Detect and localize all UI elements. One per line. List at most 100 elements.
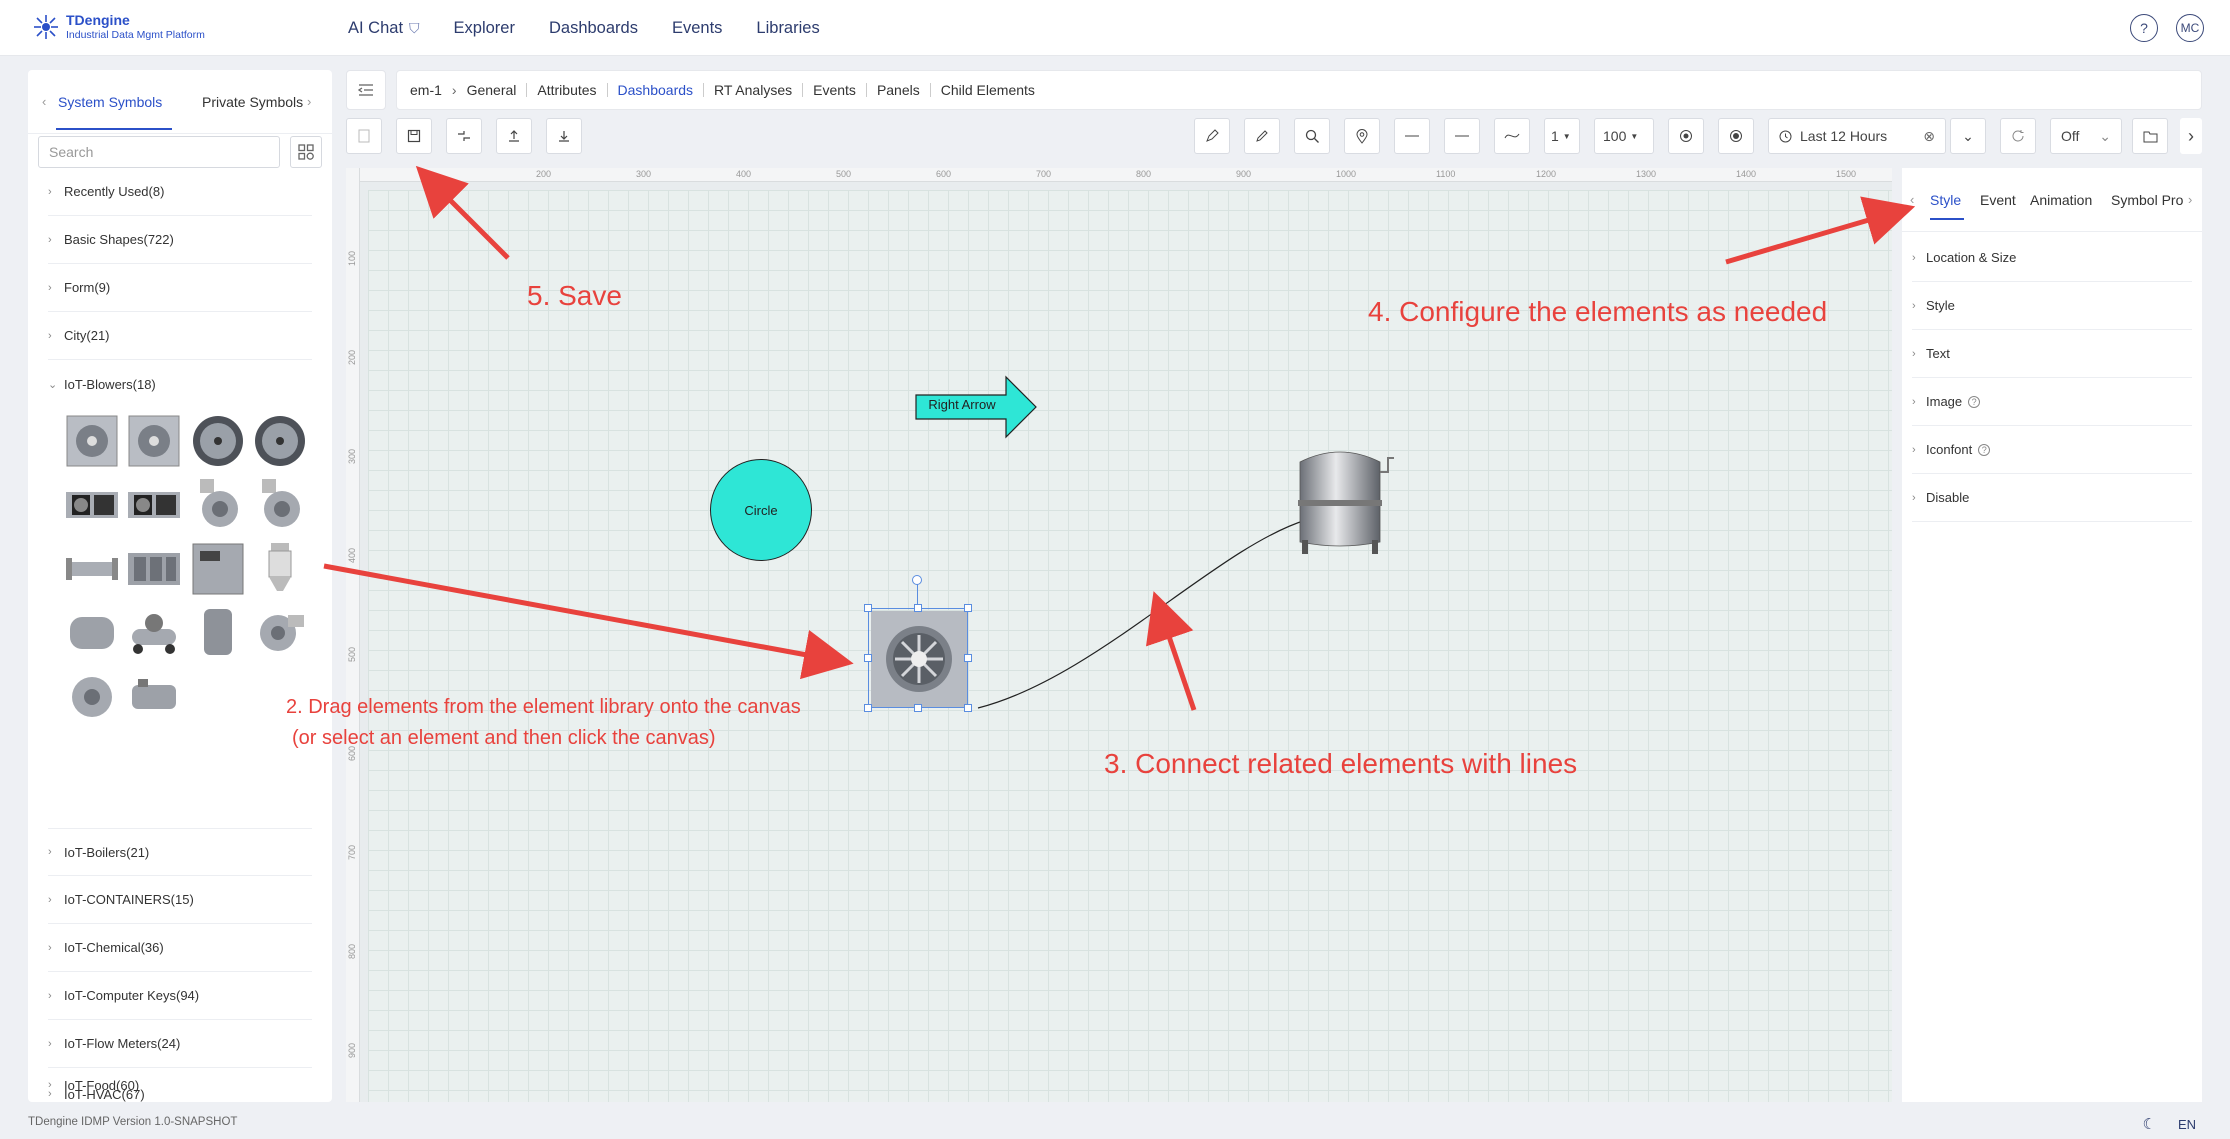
nav-explorer[interactable]: Explorer [453, 18, 515, 37]
resize-handle[interactable] [964, 704, 972, 712]
symbol-multi-blower[interactable] [126, 542, 182, 596]
tab-rt-analyses[interactable]: RT Analyses [714, 82, 793, 98]
collapse-panel-button[interactable] [346, 70, 386, 110]
download-button[interactable] [546, 118, 582, 154]
tank-symbol[interactable] [1296, 442, 1400, 566]
symbol-fan-2[interactable] [252, 414, 308, 468]
nav-ai-chat[interactable]: AI Chat⛉ [348, 19, 420, 38]
help-button[interactable]: ? [2130, 14, 2158, 42]
symbol-compressor[interactable] [126, 606, 182, 660]
upload-button[interactable] [496, 118, 532, 154]
language-switch[interactable]: EN [2177, 1116, 2196, 1132]
user-avatar[interactable]: MC [2176, 14, 2204, 42]
category-iot-computer-keys[interactable]: ›IoT-Computer Keys(94) [48, 972, 312, 1020]
clear-circle-icon[interactable]: ⊗ [1923, 127, 1935, 144]
resize-handle[interactable] [964, 604, 972, 612]
chevron-left-icon[interactable]: ‹ [42, 94, 47, 109]
zoom-select[interactable]: 100▼ [1594, 118, 1654, 154]
symbol-cabinet-blower[interactable] [190, 542, 246, 596]
section-image[interactable]: ›Image? [1912, 378, 2192, 426]
refresh-button[interactable] [2000, 118, 2036, 154]
tab-animation[interactable]: Animation [2030, 192, 2093, 208]
replace-button[interactable] [446, 118, 482, 154]
record-button[interactable] [1668, 118, 1704, 154]
rotate-handle[interactable] [912, 575, 922, 585]
category-iot-chemical[interactable]: ›IoT-Chemical(36) [48, 924, 312, 972]
symbol-tank-blower[interactable] [64, 606, 120, 660]
resize-handle[interactable] [914, 704, 922, 712]
location-button[interactable] [1344, 118, 1380, 154]
breadcrumb-root[interactable]: em-1 [410, 82, 442, 98]
pencil-tool-button[interactable] [1244, 118, 1280, 154]
symbol-blower-box-1[interactable] [64, 478, 120, 532]
line-style-button[interactable] [1394, 118, 1430, 154]
tab-system-symbols[interactable]: System Symbols [58, 94, 163, 110]
tab-dashboards[interactable]: Dashboards [617, 82, 694, 98]
symbol-vertical-blower[interactable] [190, 606, 246, 660]
pen-tool-button[interactable] [1194, 118, 1230, 154]
symbol-filter-blower[interactable] [252, 542, 308, 596]
section-text[interactable]: ›Text [1912, 330, 2192, 378]
circle-shape[interactable]: Circle [710, 459, 812, 561]
category-basic-shapes[interactable]: ›Basic Shapes(722) [48, 216, 312, 264]
category-city[interactable]: ›City(21) [48, 312, 312, 360]
editor-canvas[interactable] [368, 190, 1892, 1102]
symbol-blower-1[interactable] [64, 414, 120, 468]
category-iot-containers[interactable]: ›IoT-CONTAINERS(15) [48, 876, 312, 924]
tab-symbol-properties[interactable]: Symbol Pro [2111, 192, 2184, 208]
resize-handle[interactable] [864, 704, 872, 712]
symbol-blower-box-2[interactable] [126, 478, 182, 532]
category-iot-boilers[interactable]: ›IoT-Boilers(21) [48, 828, 312, 876]
tab-child-elements[interactable]: Child Elements [940, 82, 1035, 98]
symbol-fan-1[interactable] [190, 414, 246, 468]
resize-handle[interactable] [914, 604, 922, 612]
grid-view-button[interactable] [290, 136, 322, 168]
symbol-centrifugal-1[interactable] [190, 478, 246, 532]
category-form[interactable]: ›Form(9) [48, 264, 312, 312]
tab-panels[interactable]: Panels [876, 82, 920, 98]
category-recently-used[interactable]: ›Recently Used(8) [48, 168, 312, 216]
chevron-right-icon[interactable]: › [2188, 192, 2193, 207]
symbol-centrifugal-4[interactable] [64, 670, 120, 724]
category-iot-food[interactable]: ›IoT-Food(60) [48, 1068, 312, 1102]
folder-button[interactable] [2132, 118, 2168, 154]
line-dash-button[interactable] [1444, 118, 1480, 154]
nav-events[interactable]: Events [671, 18, 723, 37]
tab-attributes[interactable]: Attributes [537, 82, 597, 98]
auto-refresh-select[interactable]: Off⌄ [2050, 118, 2122, 154]
category-iot-flow-meters[interactable]: ›IoT-Flow Meters(24) [48, 1020, 312, 1068]
curve-type-button[interactable] [1494, 118, 1530, 154]
symbol-pipe-blower[interactable] [64, 542, 120, 596]
nav-libraries[interactable]: Libraries [756, 18, 820, 37]
category-iot-hvac[interactable]: ›IoT-HVAC(67) [48, 1084, 312, 1104]
target-button[interactable] [1718, 118, 1754, 154]
time-range-picker[interactable]: Last 12 Hours ⊗ [1768, 118, 1946, 154]
page-button[interactable] [346, 118, 382, 154]
save-button[interactable] [396, 118, 432, 154]
symbol-ring-blower[interactable] [126, 670, 182, 724]
tab-private-symbols[interactable]: Private Symbols [202, 94, 304, 110]
section-location-size[interactable]: ›Location & Size [1912, 234, 2192, 282]
line-width-select[interactable]: 1▼ [1544, 118, 1580, 154]
resize-handle[interactable] [864, 654, 872, 662]
expand-toolbar-button[interactable]: › [2180, 118, 2202, 154]
symbol-search-input[interactable]: Search [38, 136, 280, 168]
chevron-right-icon[interactable]: › [307, 94, 312, 109]
logo[interactable]: TDengine Industrial Data Mgmt Platform [32, 13, 205, 41]
symbol-centrifugal-2[interactable] [252, 478, 308, 532]
section-style[interactable]: ›Style [1912, 282, 2192, 330]
category-iot-blowers[interactable]: ⌄IoT-Blowers(18) [48, 360, 312, 408]
resize-handle[interactable] [864, 604, 872, 612]
section-iconfont[interactable]: ›Iconfont? [1912, 426, 2192, 474]
dark-mode-moon-icon[interactable]: ☾ [2142, 1116, 2156, 1133]
help-icon[interactable]: ? [1978, 443, 1991, 456]
tab-events[interactable]: Events [813, 82, 856, 98]
search-button[interactable] [1294, 118, 1330, 154]
resize-handle[interactable] [964, 654, 972, 662]
symbol-centrifugal-3[interactable] [252, 606, 308, 660]
help-icon[interactable]: ? [1968, 395, 1981, 408]
right-arrow-shape[interactable] [914, 375, 1038, 439]
time-range-dropdown[interactable]: ⌄ [1950, 118, 1986, 154]
symbol-blower-2[interactable] [126, 414, 182, 468]
nav-dashboards[interactable]: Dashboards [548, 18, 638, 37]
